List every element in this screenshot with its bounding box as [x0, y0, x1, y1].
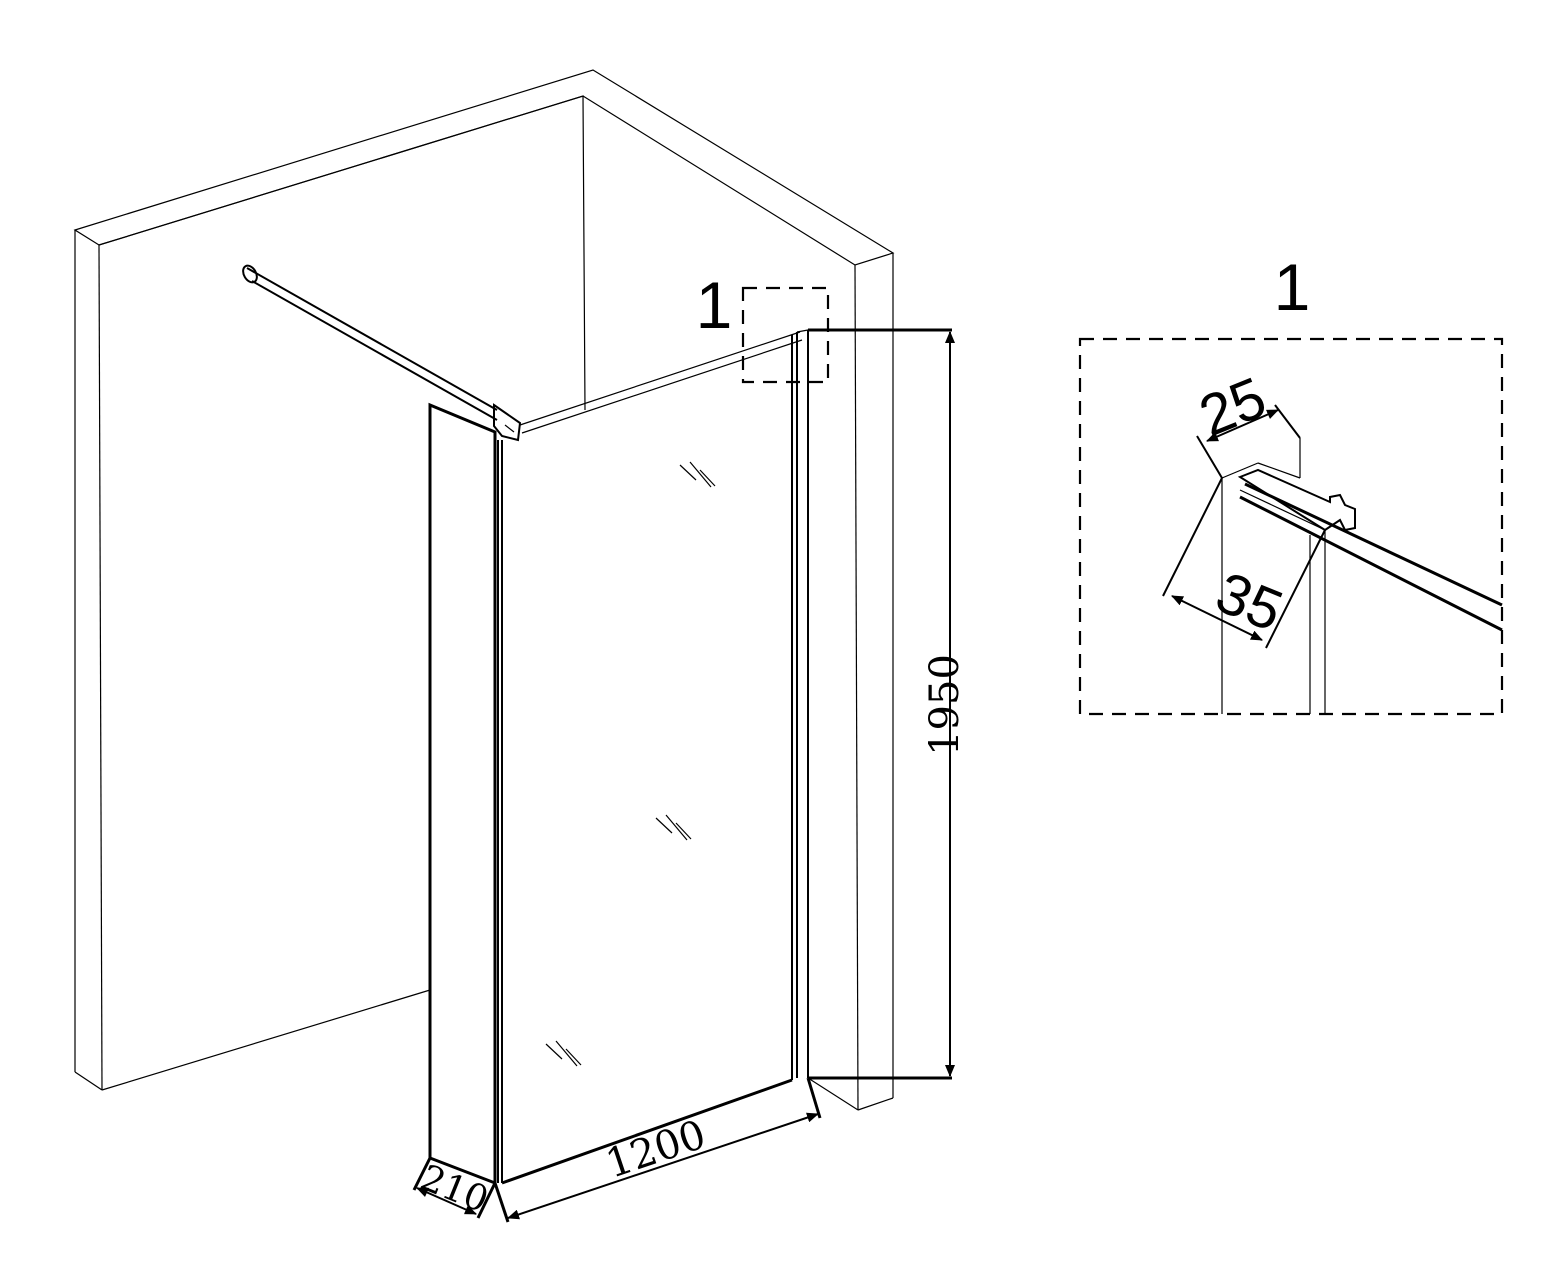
detail-view: 1 25 35: [1078, 250, 1504, 716]
glass-reflection-marks: [545, 461, 716, 1067]
return-panel: [428, 402, 503, 1186]
detail-title: 1: [1274, 250, 1311, 324]
profile-section: [1221, 438, 1503, 714]
height-dimension-label: 1950: [922, 654, 968, 756]
depth-dimension: 210: [412, 1157, 497, 1221]
side-wall: [807, 253, 894, 1111]
profile-depth-dimension: 35: [1162, 477, 1326, 649]
width-dimension: 1200: [493, 1077, 822, 1223]
profile-depth-label: 35: [1207, 560, 1291, 644]
stabilizer-bar: [242, 264, 522, 442]
back-wall: [73, 69, 895, 1091]
profile-width-dimension: 25: [1191, 365, 1301, 479]
width-dimension-label: 1200: [600, 1112, 711, 1188]
glass-panel: [501, 329, 809, 1185]
detail-marker-label: 1: [696, 268, 733, 342]
profile-width-label: 25: [1191, 365, 1275, 449]
detail-marker: 1: [696, 268, 830, 384]
height-dimension: 1950: [808, 328, 968, 1080]
depth-dimension-label: 210: [415, 1157, 494, 1221]
